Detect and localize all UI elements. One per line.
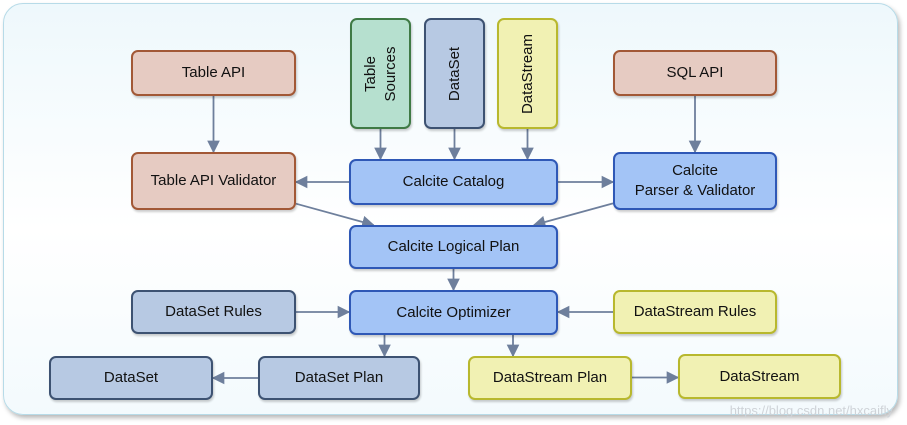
node-table-api-validator: Table API Validator	[131, 152, 296, 210]
node-datastream-plan: DataStream Plan	[468, 356, 632, 400]
node-label: DataStream Rules	[633, 303, 757, 320]
node-datastream-rules: DataStream Rules	[613, 290, 777, 334]
node-dataset-rules: DataSet Rules	[131, 290, 296, 334]
watermark-text: https://blog.csdn.net/hxcaifly	[729, 403, 893, 418]
node-label: Calcite Logical Plan	[387, 238, 520, 255]
node-label: Table Sources	[361, 45, 399, 102]
node-label: Table API	[181, 64, 246, 81]
node-label: DataSet Rules	[165, 303, 262, 320]
node-label: DataSet	[103, 369, 159, 386]
node-table-sources: Table Sources	[350, 18, 411, 129]
node-label: Calcite Parser & Validator	[634, 162, 756, 199]
node-label: DataStream	[719, 367, 800, 385]
node-label: DataSet	[445, 46, 463, 101]
node-datastream-source: DataStream	[497, 18, 558, 129]
node-dataset-source: DataSet	[424, 18, 485, 129]
node-label: SQL API	[666, 64, 724, 81]
node-table-api: Table API	[131, 50, 296, 96]
arrow-table-api-validator-to-calcite-logical-plan	[295, 202, 375, 229]
node-calcite-logical-plan: Calcite Logical Plan	[349, 225, 558, 269]
node-datastream-output: DataStream	[678, 354, 841, 399]
node-label: DataStream	[518, 33, 536, 114]
node-calcite-catalog: Calcite Catalog	[349, 159, 558, 205]
node-label: Calcite Optimizer	[396, 303, 511, 321]
node-label: Table API Validator	[150, 172, 277, 189]
node-dataset-output: DataSet	[49, 356, 213, 400]
node-label: Calcite Catalog	[402, 173, 505, 190]
node-label: DataSet Plan	[294, 369, 384, 386]
node-dataset-plan: DataSet Plan	[258, 356, 420, 400]
node-calcite-optimizer: Calcite Optimizer	[349, 290, 558, 335]
node-calcite-parser-validator: Calcite Parser & Validator	[613, 152, 777, 210]
arrow-calcite-parser-validator-to-calcite-logical-plan	[532, 202, 614, 229]
node-sql-api: SQL API	[613, 50, 777, 96]
node-label: DataStream Plan	[492, 369, 608, 386]
